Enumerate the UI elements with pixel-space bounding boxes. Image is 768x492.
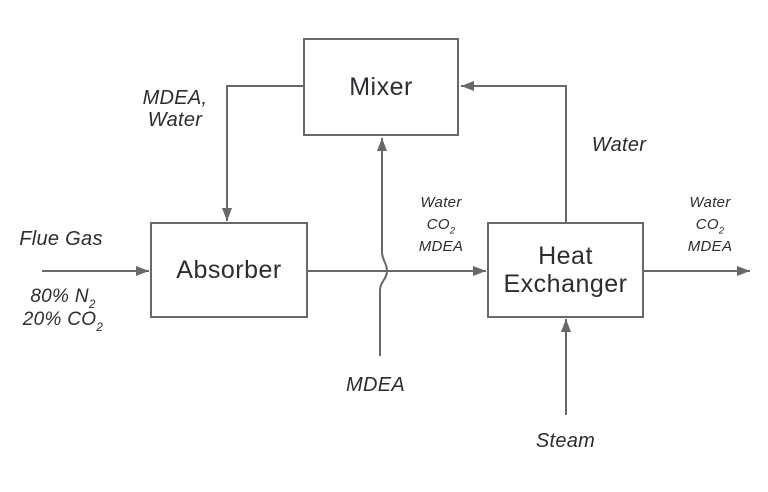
co2-subscript: 2: [718, 225, 725, 236]
hx-outlet-label-mdea: MDEA: [687, 238, 733, 255]
hx-outlet-label-water: Water: [689, 194, 731, 211]
mdea-feed-label: MDEA: [346, 374, 405, 396]
mixer-to-absorber-recycle-arrow: [222, 85, 304, 221]
co2-subscript: 2: [96, 320, 104, 334]
hx-outlet-label-co2: CO2: [695, 216, 725, 236]
heat-exchanger-label-line1: Heat: [538, 242, 593, 270]
absorber-outlet-label: Water CO2 MDEA: [399, 192, 483, 258]
water-recycle-arrow: [461, 81, 567, 223]
absorber-outlet-label-water: Water: [420, 194, 462, 211]
flue-gas-composition: 80% N2 20% CO2: [2, 285, 124, 334]
mixer-label: Mixer: [349, 73, 413, 101]
steam-feed-label: Steam: [535, 430, 596, 452]
heat-exchanger-outlet-label: Water CO2 MDEA: [668, 192, 752, 258]
absorber-outlet-label-co2: CO2: [426, 216, 456, 236]
water-stream-label: Water: [591, 134, 647, 156]
recycle-stream-label-line2: Water: [147, 109, 203, 131]
absorber-outlet-label-mdea: MDEA: [418, 238, 464, 255]
absorber-label: Absorber: [176, 256, 282, 284]
n2-subscript: 2: [88, 297, 96, 311]
heat-exchanger-label-line2: Exchanger: [503, 270, 628, 298]
flue-gas-composition-n2: 80% N2: [30, 286, 96, 311]
absorber-box: Absorber: [150, 222, 308, 318]
mdea-feed-arrow: [377, 138, 389, 356]
heat-exchanger-box: Heat Exchanger: [487, 222, 644, 318]
flue-gas-label: Flue Gas: [19, 228, 103, 250]
recycle-stream-label-line1: MDEA,: [142, 87, 208, 109]
mixer-box: Mixer: [303, 38, 459, 136]
recycle-stream-label: MDEA, Water: [123, 87, 227, 131]
co2-subscript: 2: [449, 225, 456, 236]
flue-gas-composition-co2: 20% CO2: [22, 309, 104, 334]
